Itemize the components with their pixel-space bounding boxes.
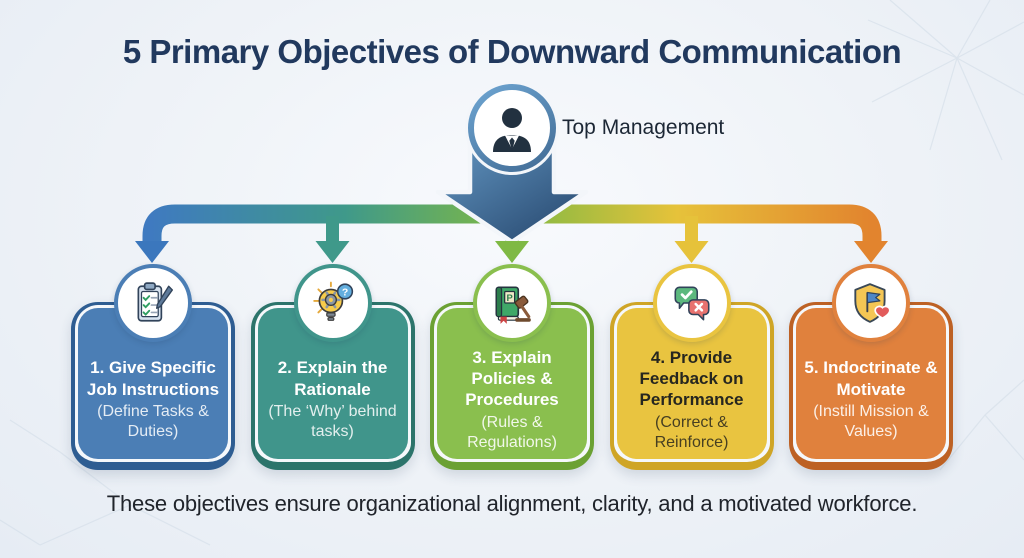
- objective-card-2: ? 2. Explain the Rationale (The ‘Why’ be…: [250, 264, 415, 470]
- objective-4-title: 4. Provide Feedback on Performance: [639, 347, 744, 410]
- branch-arrowhead-3: [495, 241, 529, 263]
- objective-card-3: P 3. Explain Policies & Procedures (Rule…: [430, 264, 594, 470]
- objective-2-card: 2. Explain the Rationale (The ‘Why’ behi…: [250, 302, 415, 470]
- policy-book-gavel-icon: P: [495, 286, 531, 324]
- objective-card-1: 1. Give Specific Job Instructions (Defin…: [71, 264, 235, 470]
- objective-5-title: 5. Indoctrinate & Motivate: [804, 358, 938, 399]
- connector-graphic: [135, 81, 888, 263]
- objective-2-icon-circle: ?: [293, 264, 372, 342]
- objective-1-icon-circle: [114, 264, 192, 342]
- footer-summary: These objectives ensure organizational a…: [106, 491, 918, 516]
- branch-arrowhead-2: [315, 241, 350, 263]
- top-management-label: Top Management: [562, 116, 725, 139]
- svg-text:?: ?: [341, 287, 347, 298]
- branch-arrowhead-5: [854, 241, 888, 263]
- objective-card-4: 4. Provide Feedback on Performance (Corr…: [609, 264, 774, 470]
- branch-arrowhead-1: [135, 241, 169, 263]
- page-title: 5 Primary Objectives of Downward Communi…: [122, 33, 902, 70]
- objective-1-title: 1. Give Specific Job Instructions: [86, 358, 220, 399]
- objective-3-title: 3. Explain Policies & Procedures: [465, 347, 559, 410]
- objective-2-title: 2. Explain the Rationale: [277, 358, 388, 399]
- shield-flag-heart-icon: [854, 283, 891, 323]
- objective-3-icon-circle: P: [473, 264, 551, 342]
- objective-3-subtitle: (Rules & Regulations): [467, 413, 557, 451]
- branch-arrowhead-4: [674, 241, 709, 263]
- objective-5-icon-circle: [832, 264, 910, 342]
- objective-2-subtitle: (The ‘Why’ behind tasks): [268, 403, 397, 440]
- lightbulb-gear-icon: ?: [312, 281, 353, 321]
- clipboard-checklist-icon: [137, 282, 174, 322]
- objective-1-subtitle: (Define Tasks & Duties): [97, 403, 209, 440]
- objective-4-icon-circle: [652, 264, 731, 342]
- top-management-arrow: [435, 81, 589, 245]
- svg-text:P: P: [506, 292, 512, 303]
- objective-4-subtitle: (Correct & Reinforce): [654, 413, 729, 451]
- objective-5-subtitle: (Instill Mission & Values): [813, 403, 929, 440]
- feedback-bubbles-icon: [673, 286, 710, 321]
- objective-card-5: 5. Indoctrinate & Motivate (Instill Miss…: [789, 264, 953, 470]
- business-person-icon: [493, 108, 531, 152]
